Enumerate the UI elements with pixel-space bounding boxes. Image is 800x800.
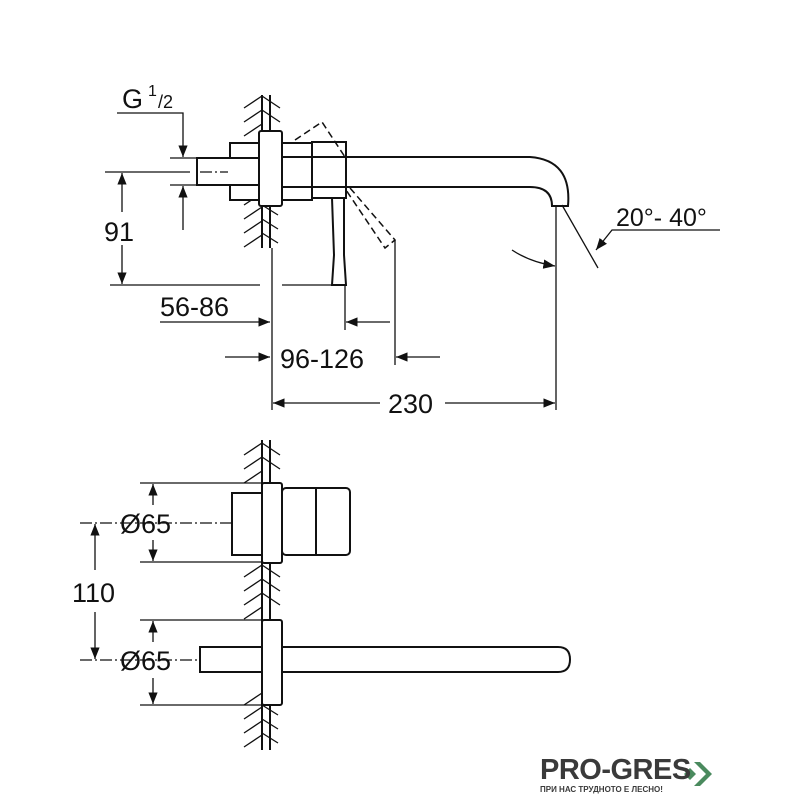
wall-hatching-bottom [243, 442, 263, 748]
thread-sub: /2 [158, 92, 173, 112]
logo-name: PRO-GRES [540, 754, 691, 786]
lever-swing-outline [294, 120, 397, 250]
thread-sup: 1 [148, 83, 157, 100]
dim-96-126: 96-126 [280, 344, 364, 374]
dim-91: 91 [104, 217, 134, 247]
dim-110: 110 [72, 578, 115, 608]
dim-56-86: 56-86 [160, 292, 229, 322]
logo: PRO-GRES ПРИ НАС ТРУДНОТО Е ЛЕСНО! [540, 754, 691, 794]
lever-handle [330, 197, 348, 286]
spout-bottom [281, 646, 572, 673]
dim-angle: 20°- 40° [616, 204, 707, 232]
spout-plate [261, 619, 283, 706]
thread-label: G [122, 84, 143, 114]
logo-arrow-icon [684, 762, 712, 786]
lever-block [311, 141, 347, 199]
lever-plate [261, 482, 283, 564]
spout [281, 156, 570, 207]
dim-diameter-bottom: Ø65 [120, 646, 171, 676]
dim-230: 230 [388, 389, 433, 419]
side-view: G 1 /2 91 56-86 96-126 230 [104, 83, 720, 419]
dim-diameter-top: Ø65 [120, 509, 171, 539]
inlet-pipe-bottom [199, 646, 263, 673]
front-view: Ø65 Ø65 110 [72, 440, 572, 750]
wall-plate [258, 130, 283, 207]
logo-tagline: ПРИ НАС ТРУДНОТО Е ЛЕСНО! [540, 785, 663, 794]
